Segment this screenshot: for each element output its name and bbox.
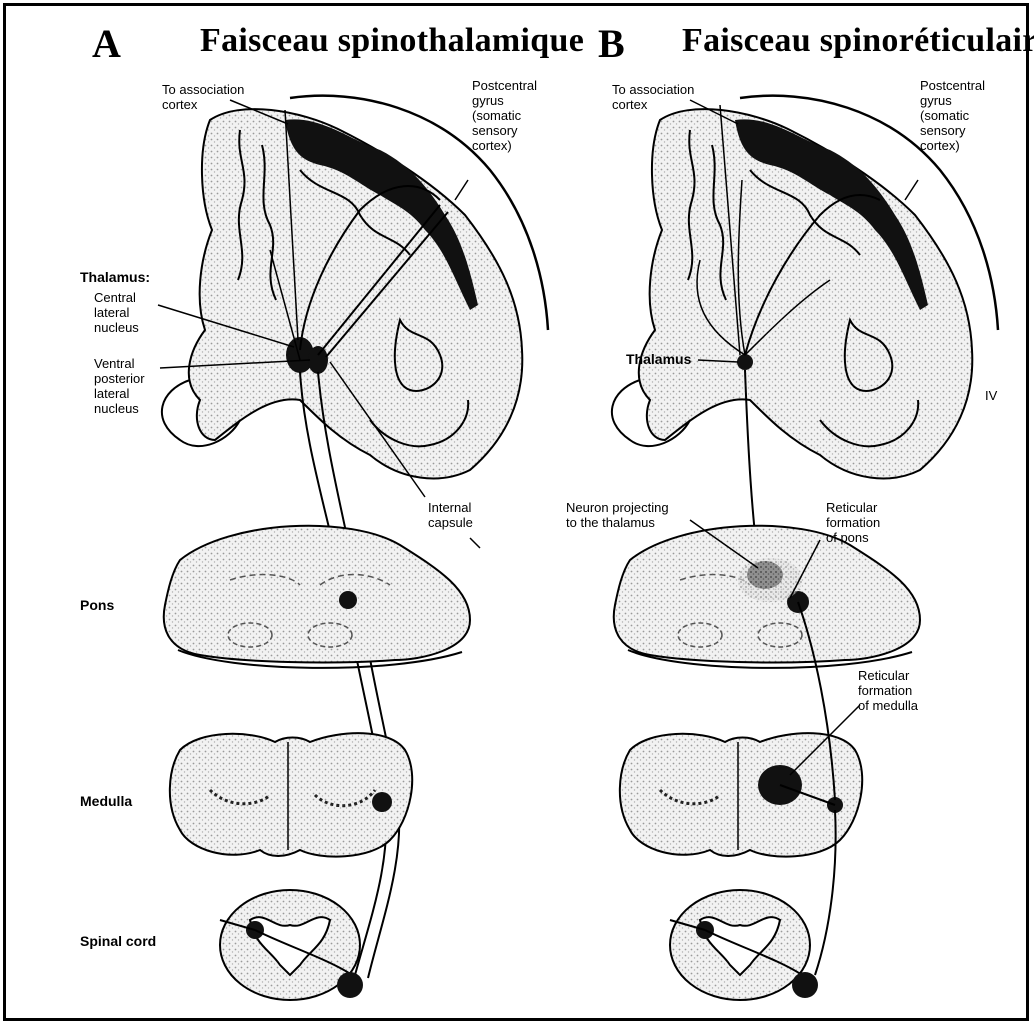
panel-a-label-thalamus: Thalamus: [80, 270, 150, 285]
panel-a-drawing [158, 96, 548, 1000]
panel-a-label-pons: Pons [80, 598, 114, 613]
panel-a-title: Faisceau spinothalamique [200, 22, 584, 60]
panel-a-label-ventral-posterior-lateral-nucleus: Ventral posterior lateral nucleus [94, 356, 145, 416]
panel-b-letter: B [598, 20, 625, 67]
panel-a-label-postcentral-gyrus: Postcentral gyrus (somatic sensory corte… [472, 78, 537, 153]
panel-b-label-reticular-pons: Reticular formation of pons [826, 500, 880, 545]
panel-b-label-reticular-medulla: Reticular formation of medulla [858, 668, 918, 713]
panel-b-medulla [620, 733, 862, 856]
panel-a-vpl-nucleus [308, 346, 328, 374]
panel-b-drawing [612, 96, 998, 1000]
panel-a-pons [164, 526, 470, 663]
panel-a-label-association-cortex: To association cortex [162, 82, 244, 112]
panel-b-label-association-cortex: To association cortex [612, 82, 694, 112]
panel-b-label-thalamus: Thalamus [626, 352, 691, 367]
panel-b-title: Faisceau spinoréticulaire [682, 22, 1034, 60]
panel-a-label-internal-capsule: Internal capsule [428, 500, 473, 530]
panel-a-letter: A [92, 20, 121, 67]
panel-a-label-medulla: Medulla [80, 794, 132, 809]
panel-b-label-postcentral-gyrus: Postcentral gyrus (somatic sensory corte… [920, 78, 985, 153]
panel-b-label-neuron-projecting: Neuron projecting to the thalamus [566, 500, 669, 530]
panel-a-label-spinal-cord: Spinal cord [80, 934, 156, 949]
panel-b-thalamus-dot [737, 354, 753, 370]
panel-b-margin-mark: IV [985, 388, 997, 403]
panel-a-label-central-lateral-nucleus: Central lateral nucleus [94, 290, 139, 335]
